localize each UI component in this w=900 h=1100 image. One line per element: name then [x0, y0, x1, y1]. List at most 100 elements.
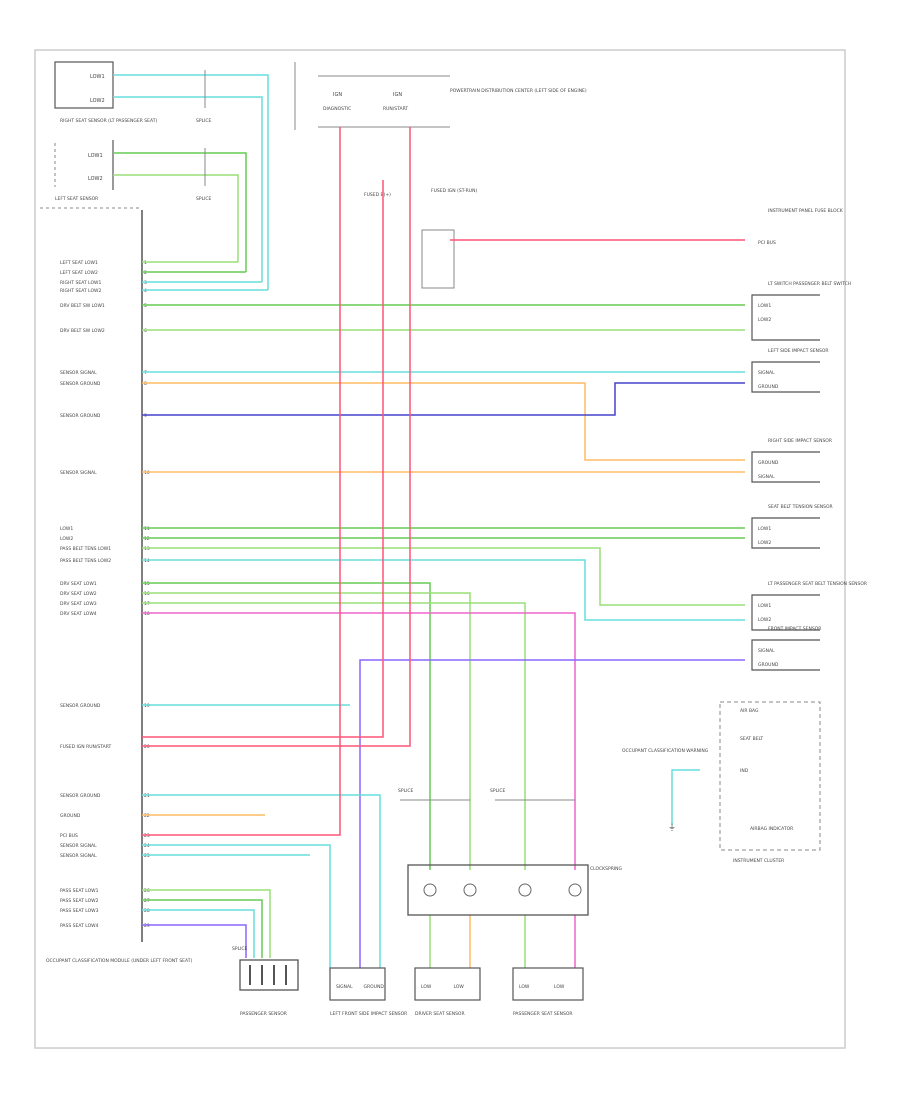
- left-seat-sensor-pin-low2: LOW2: [88, 176, 103, 182]
- module-pin-number: 11: [144, 526, 150, 532]
- module-pin-number: 1: [144, 260, 147, 266]
- module-pin-number: 20: [144, 744, 150, 750]
- splice-label-4: SPLICE: [490, 788, 506, 794]
- right-component-pin: LOW2: [758, 540, 771, 546]
- wire-sensor-signal-3: [142, 844, 331, 968]
- right-component-pin: SIGNAL: [758, 648, 775, 654]
- splice-label-3: SPLICE: [398, 788, 414, 794]
- cluster-side-note: OCCUPANT CLASSIFICATION WARNING: [622, 748, 709, 754]
- module-pin-label: DRV SEAT LOW3: [60, 601, 97, 607]
- module-pin-label: LOW2: [60, 536, 73, 542]
- wire-drv-seat-low1: [142, 582, 431, 870]
- right-components: INSTRUMENT PANEL FUSE BLOCK PCI BUS LT SWI…: [751, 208, 867, 671]
- top-sensor-right-seat: LOW1 LOW2 RIGHT SEAT SENSOR (LT PASSENGE…: [54, 61, 157, 124]
- passenger-sensor-connector: SPLICE: [232, 946, 299, 991]
- bottom-component-box: [512, 967, 584, 1001]
- clockspring-box: [407, 864, 589, 916]
- power-fuse-2-sub: RUN/START: [383, 106, 408, 112]
- wire-pass-seat-low2: [142, 899, 263, 958]
- instrument-cluster: INSTRUMENT CLUSTER AIRBAG INDICATOR AIR …: [622, 701, 821, 864]
- right-component-pin: LOW2: [758, 317, 771, 323]
- module-pin-label: PASS SEAT LOW4: [60, 923, 99, 929]
- passenger-sensor-box: [239, 959, 299, 991]
- right-component-name: LT SWITCH PASSENGER BELT SWITCH: [768, 281, 851, 287]
- module-name: OCCUPANT CLASSIFICATION MODULE (UNDER LE…: [46, 958, 193, 964]
- module-pin-label: DRV SEAT LOW2: [60, 591, 97, 597]
- wire-right-seat-low1: [113, 74, 269, 290]
- right-component-name: INSTRUMENT PANEL FUSE BLOCK: [768, 208, 844, 214]
- right-component-box: [751, 294, 820, 341]
- module-pin-label: DRV BELT SW LOW2: [60, 328, 105, 334]
- bottom-component-pin: LOW: [454, 984, 465, 990]
- module-pin-number: 15: [144, 581, 150, 587]
- module-pin-number: 2: [144, 270, 147, 276]
- instrument-cluster-name: INSTRUMENT CLUSTER: [733, 858, 784, 864]
- clockspring-block: CLOCKSPRING SPLICE SPLICE: [398, 788, 623, 916]
- right-component-name: FRONT IMPACT SENSOR: [768, 626, 821, 632]
- module-pin-label: LEFT SEAT LOW1: [60, 260, 98, 266]
- ignition-connector-box: [421, 229, 455, 289]
- module-pin-label: LOW1: [60, 526, 73, 532]
- bottom-component-name: LEFT FRONT SIDE IMPACT SENSOR: [330, 1011, 407, 1017]
- power-distribution-note: POWERTRAIN DISTRIBUTION CENTER (LEFT SID…: [450, 88, 587, 94]
- connector-label-2: FUSED IGN (ST-RUN): [431, 188, 477, 194]
- right-component-name: LEFT SIDE IMPACT SENSOR: [768, 348, 829, 354]
- power-fuse-1-label: IGN: [333, 92, 342, 98]
- bottom-component-pin: LOW: [519, 984, 530, 990]
- module-pin-number: 29: [144, 923, 150, 929]
- module-pin-label: RIGHT SEAT LOW1: [60, 280, 101, 286]
- splice-label-1: SPLICE: [196, 118, 212, 124]
- bottom-component-name: PASSENGER SENSOR: [240, 1011, 287, 1017]
- wire-pass-belt-tens-low1: [142, 547, 745, 606]
- module-pin-label: PASS SEAT LOW2: [60, 898, 99, 904]
- ignition-connector: FUSED B(+) FUSED IGN (ST-RUN): [364, 188, 477, 289]
- right-component-box: [751, 361, 820, 393]
- module-pin-label: SENSOR SIGNAL: [60, 370, 97, 376]
- module-pin-label: GROUND: [60, 813, 81, 819]
- wire-pci-bus-module: [142, 180, 384, 738]
- wire-sensor-ground-1: [142, 382, 745, 461]
- right-component-wire: PCI BUS: [758, 240, 776, 246]
- right-component-pin: GROUND: [758, 384, 779, 390]
- module-pin-label: PASS SEAT LOW3: [60, 908, 99, 914]
- module-pin-number: 27: [144, 898, 150, 904]
- bottom-component-pin: LOW: [554, 984, 565, 990]
- right-component-pin: SIGNAL: [758, 474, 775, 480]
- module-pin-label: SENSOR GROUND: [60, 703, 101, 709]
- module-pin-number: 26: [144, 888, 150, 894]
- clockspring-terminal-1: [423, 883, 437, 897]
- wire-drv-seat-low4: [142, 612, 576, 870]
- left-seat-sensor-label: LEFT SEAT SENSOR: [55, 196, 98, 202]
- wire-drv-seat-low2: [142, 592, 471, 870]
- instrument-cluster-lamp: AIRBAG INDICATOR: [750, 826, 793, 832]
- right-component-pin: LOW1: [758, 603, 771, 609]
- clockspring-terminal-3: [518, 883, 532, 897]
- module-pin-number: 19: [144, 703, 150, 709]
- module-pin-number: 13: [144, 546, 150, 552]
- clockspring-terminal-2: [463, 883, 477, 897]
- bottom-components: PASSENGER SENSOR LEFT FRONT SIDE IMPACT S…: [240, 967, 584, 1017]
- wire-cluster-ground: [671, 769, 700, 825]
- wire-drv-seat-low3: [142, 602, 526, 870]
- module-pin-number: 9: [144, 413, 147, 419]
- right-seat-sensor-label: RIGHT SEAT SENSOR (LT PASSENGER SEAT): [60, 118, 157, 124]
- top-sensor-left-seat: LOW1 LOW2 LEFT SEAT SENSOR: [54, 140, 114, 202]
- wire-pass-seat-low4: [142, 924, 247, 958]
- module-pin-label: PASS SEAT LOW1: [60, 888, 99, 894]
- wire-sensor-ground-2: [142, 382, 745, 416]
- right-component-box: [751, 594, 820, 631]
- module-wires: [142, 127, 745, 968]
- module-pin-number: 10: [144, 470, 150, 476]
- right-seat-sensor-box: [54, 61, 114, 109]
- module-pin-number: 16: [144, 591, 150, 597]
- power-distribution: IGN DIAGNOSTIC IGN RUN/START POWERTRAIN …: [294, 62, 587, 130]
- bottom-component-pin: SIGNAL: [336, 984, 353, 990]
- module-pin-number: 8: [144, 381, 147, 387]
- module-pin-number: 6: [144, 328, 147, 334]
- module-pin-number: 3: [144, 280, 147, 286]
- module-pin-number: 23: [144, 833, 150, 839]
- module-pin-number: 4: [144, 288, 147, 294]
